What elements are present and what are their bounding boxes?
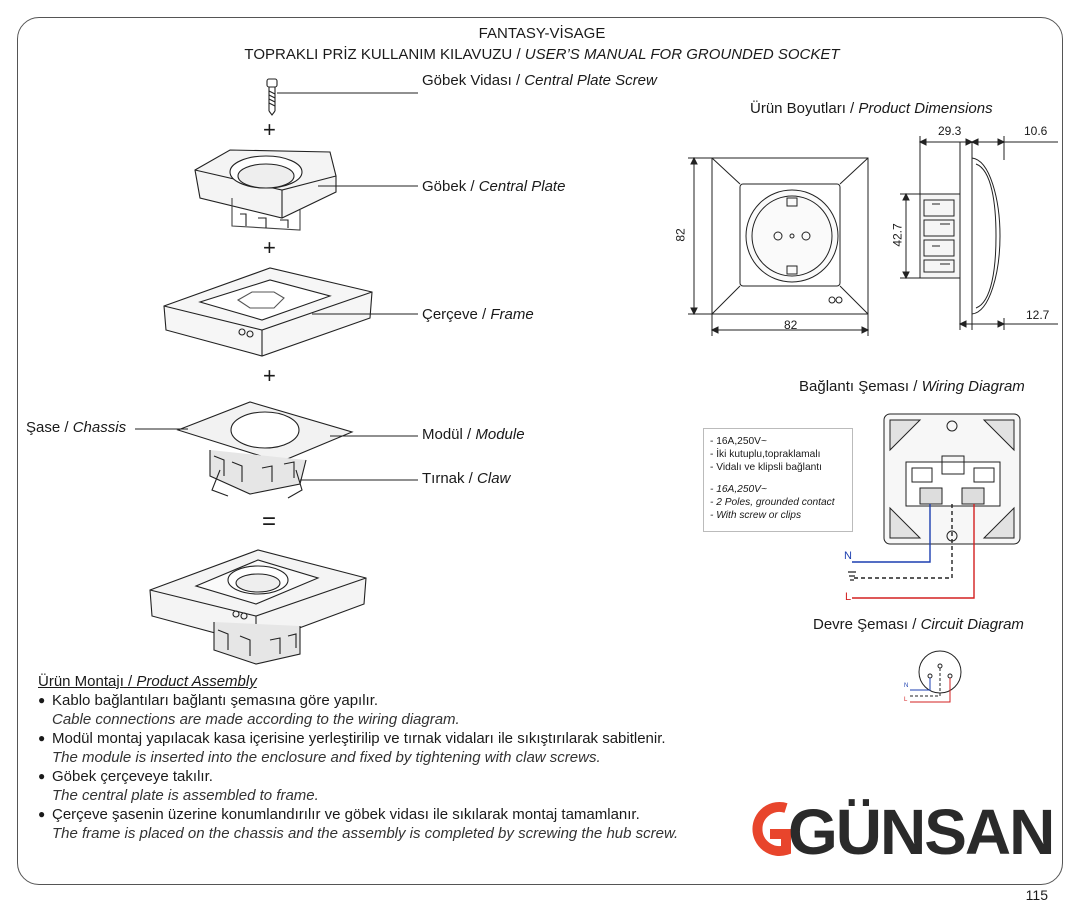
assembly-step: ●Kablo bağlantıları bağlantı şemasına gö…: [38, 692, 379, 709]
spec-line: - Vidalı ve klipsli bağlantı: [710, 462, 822, 474]
chassis-module-drawing: [176, 401, 354, 499]
label-chassis: Şase / Chassis: [26, 419, 127, 436]
dimension-82-width: 82: [784, 318, 798, 332]
equals-symbol: =: [262, 508, 277, 535]
assembly-title: Ürün Montajı / Product Assembly: [38, 673, 257, 690]
document-title: FANTASY-VİSAGE: [478, 25, 606, 42]
circuit-diagram-title: Devre Şeması / Circuit Diagram: [813, 616, 1024, 633]
plus-symbol: +: [263, 117, 276, 142]
spec-line: - 2 Poles, grounded contact: [710, 496, 835, 508]
assembled-socket-drawing: [149, 549, 367, 665]
dimension-29-3: 29.3: [938, 124, 962, 138]
spec-box: - 16A,250V~ - İki kutuplu,topraklamalı -…: [703, 428, 853, 532]
label-claw: Tırnak / Claw: [422, 470, 511, 487]
circuit-label-l: L: [904, 697, 908, 703]
label-central-plate-screw: Göbek Vidası / Central Plate Screw: [422, 72, 657, 89]
circuit-label-n: N: [904, 683, 909, 689]
label-module: Modül / Module: [422, 426, 525, 443]
dimension-12-7: 12.7: [1026, 308, 1050, 322]
assembly-instructions: Ürün Montajı / Product Assembly ●Kablo b…: [38, 672, 678, 843]
assembly-step: ●Göbek çerçeveye takılır.: [38, 768, 213, 785]
assembly-step: ●Çerçeve şasenin üzerine konumlandırılır…: [38, 806, 640, 823]
page-number: 115: [1025, 887, 1048, 903]
assembly-step-en: Cable connections are made according to …: [52, 711, 460, 728]
assembly-step-en: The central plate is assembled to frame.: [52, 787, 319, 804]
assembly-step-en: The frame is placed on the chassis and t…: [52, 825, 679, 842]
central-plate-drawing: [194, 149, 337, 231]
spec-line: - İki kutuplu,topraklamalı: [710, 449, 821, 461]
plus-symbol: +: [263, 363, 276, 388]
screw-drawing: [266, 78, 278, 116]
frame-drawing: [163, 267, 373, 357]
wire-label-l: L: [845, 591, 852, 603]
assembly-step-en: The module is inserted into the enclosur…: [52, 749, 601, 766]
page-border: [17, 17, 1063, 885]
dimensions-title: Ürün Boyutları / Product Dimensions: [750, 100, 993, 117]
brand-name: GÜNSAN: [788, 796, 1055, 868]
wire-label-n: N: [844, 550, 852, 562]
label-central-plate: Göbek / Central Plate: [422, 178, 566, 195]
assembly-step: ●Modül montaj yapılacak kasa içerisine y…: [38, 730, 666, 747]
wiring-diagram-title: Bağlantı Şeması / Wiring Diagram: [799, 378, 1025, 395]
plus-symbol: +: [263, 235, 276, 260]
document-subtitle: TOPRAKLI PRİZ KULLANIM KILAVUZU / USER’S…: [244, 46, 840, 63]
label-frame: Çerçeve / Frame: [422, 306, 534, 323]
dimension-10-6: 10.6: [1024, 124, 1048, 138]
spec-line: - 16A,250V~: [710, 436, 767, 447]
spec-line: - 16A,250V~: [710, 483, 767, 495]
spec-line: - With screw or clips: [710, 510, 802, 522]
